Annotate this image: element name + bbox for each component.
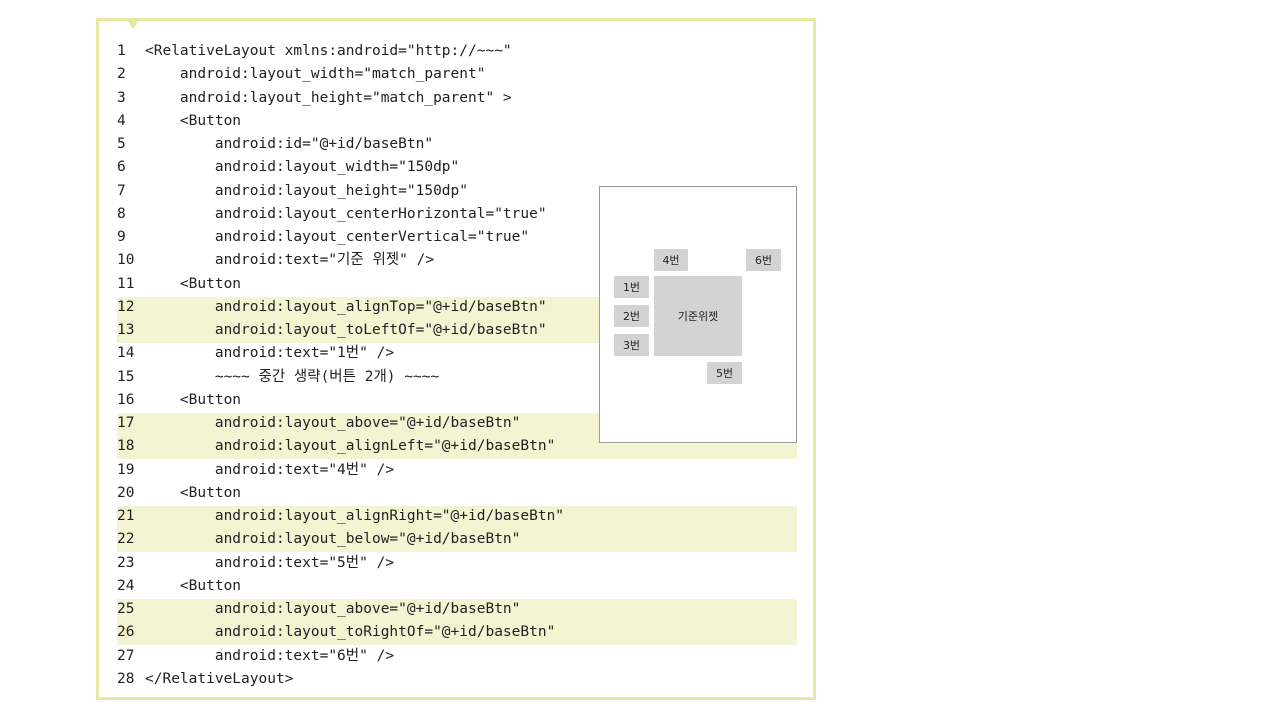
code-line: 15 ~~~~ 중간 생략(버튼 2개) ~~~~ (117, 366, 439, 389)
code-line: 3 android:layout_height="match_parent" > (117, 87, 512, 110)
code-text: android:layout_height="150dp" (145, 182, 469, 199)
line-number: 6 (117, 159, 126, 176)
line-number: 9 (117, 229, 126, 245)
line-number: 27 (117, 647, 135, 664)
preview-button-2: 2번 (614, 305, 649, 327)
code-text: <Button (145, 275, 242, 292)
code-text: android:layout_above="@+id/baseBtn" (145, 601, 521, 617)
code-text: <Button (145, 391, 242, 408)
code-text: <Button (145, 577, 242, 594)
code-text: android:layout_centerHorizontal="true" (145, 205, 547, 222)
code-text: android:layout_alignTop="@+id/baseBtn" (145, 298, 547, 315)
code-line: 22 android:layout_below="@+id/baseBtn" (117, 528, 520, 551)
line-number: 8 (117, 205, 126, 222)
preview-base-widget: 기준위젯 (654, 276, 742, 356)
code-line: 13 android:layout_toLeftOf="@+id/baseBtn… (117, 319, 547, 342)
code-line: 24 <Button (117, 575, 241, 598)
code-text: <RelativeLayout xmlns:android="http://~~… (145, 43, 512, 59)
code-text: <Button (145, 112, 242, 129)
code-line: 9 android:layout_centerVertical="true" (117, 226, 529, 249)
code-text: android:layout_width="150dp" (145, 159, 460, 176)
line-number: 19 (117, 461, 135, 478)
code-line: 5 android:id="@+id/baseBtn" (117, 133, 433, 156)
line-number: 28 (117, 670, 135, 687)
code-line: 26 android:layout_toRightOf="@+id/baseBt… (117, 621, 555, 644)
code-line: 23 android:text="5번" /> (117, 552, 394, 575)
line-number: 10 (117, 252, 135, 269)
code-text: android:layout_above="@+id/baseBtn" (145, 415, 521, 431)
line-number: 13 (117, 322, 135, 338)
line-number: 24 (117, 577, 135, 594)
line-number: 11 (117, 275, 135, 292)
code-line: 19 android:text="4번" /> (117, 459, 394, 482)
line-number: 26 (117, 624, 135, 641)
code-line: 10 android:text="기준 위젯" /> (117, 249, 434, 272)
line-number: 16 (117, 391, 135, 408)
line-number: 22 (117, 531, 135, 548)
line-number: 12 (117, 298, 135, 315)
preview-button-5: 5번 (707, 362, 742, 384)
line-number: 3 (117, 89, 126, 106)
preview-button-3: 3번 (614, 334, 649, 356)
line-number: 1 (117, 43, 126, 59)
highlight-lines-12-13 (117, 297, 599, 343)
line-number: 15 (117, 368, 135, 385)
code-line: 25 android:layout_above="@+id/baseBtn" (117, 598, 520, 621)
code-line: 8 android:layout_centerHorizontal="true" (117, 203, 547, 226)
code-line: 2 android:layout_width="match_parent" (117, 63, 485, 86)
code-line: 17 android:layout_above="@+id/baseBtn" (117, 412, 520, 435)
code-line: 18 android:layout_alignLeft="@+id/baseBt… (117, 435, 555, 458)
line-number: 7 (117, 182, 126, 199)
code-text: </RelativeLayout> (145, 670, 294, 687)
code-line: 16 <Button (117, 389, 241, 412)
line-number: 25 (117, 601, 135, 617)
code-line: 21 android:layout_alignRight="@+id/baseB… (117, 505, 564, 528)
code-line: 11 <Button (117, 273, 241, 296)
code-line: 20 <Button (117, 482, 241, 505)
line-number: 14 (117, 345, 135, 362)
code-line: 14 android:text="1번" /> (117, 342, 394, 365)
highlight-lines-21-22 (117, 506, 797, 552)
line-number: 21 (117, 508, 135, 524)
code-text: android:layout_alignRight="@+id/baseBtn" (145, 508, 565, 524)
code-text: android:layout_toRightOf="@+id/baseBtn" (145, 624, 556, 641)
line-number: 18 (117, 438, 135, 455)
code-line: 4 <Button (117, 110, 241, 133)
code-text: android:text="4번" /> (145, 461, 395, 478)
code-text: android:layout_alignLeft="@+id/baseBtn" (145, 438, 556, 455)
code-text: android:layout_height="match_parent" > (145, 89, 512, 106)
code-text: android:text="1번" /> (145, 345, 395, 362)
line-number: 5 (117, 136, 126, 152)
frame-notch (127, 20, 139, 29)
layout-preview: 4번 6번 1번 2번 3번 기준위젯 5번 (599, 186, 797, 443)
line-number: 2 (117, 66, 126, 83)
code-line: 6 android:layout_width="150dp" (117, 156, 459, 179)
code-line: 28 </RelativeLayout> (117, 668, 293, 691)
line-number: 23 (117, 554, 135, 571)
code-text: android:text="6번" /> (145, 647, 395, 664)
code-text: ~~~~ 중간 생략(버튼 2개) ~~~~ (145, 368, 440, 385)
code-text: android:id="@+id/baseBtn" (145, 136, 434, 152)
preview-button-4: 4번 (654, 249, 688, 271)
code-line: 1 <RelativeLayout xmlns:android="http://~… (117, 40, 512, 63)
code-text: android:layout_centerVertical="true" (145, 229, 530, 245)
line-number: 20 (117, 484, 135, 501)
code-line: 7 android:layout_height="150dp" (117, 180, 468, 203)
preview-button-6: 6번 (746, 249, 781, 271)
line-number: 4 (117, 112, 126, 129)
code-line: 12 android:layout_alignTop="@+id/baseBtn… (117, 296, 547, 319)
code-text: android:layout_below="@+id/baseBtn" (145, 531, 521, 548)
code-text: android:text="기준 위젯" /> (145, 252, 435, 269)
highlight-lines-25-26 (117, 599, 797, 645)
line-number: 17 (117, 415, 135, 431)
code-text: android:layout_toLeftOf="@+id/baseBtn" (145, 322, 547, 338)
preview-button-1: 1번 (614, 276, 649, 298)
code-line: 27 android:text="6번" /> (117, 645, 394, 668)
code-text: <Button (145, 484, 242, 501)
code-text: android:layout_width="match_parent" (145, 66, 486, 83)
code-text: android:text="5번" /> (145, 554, 395, 571)
